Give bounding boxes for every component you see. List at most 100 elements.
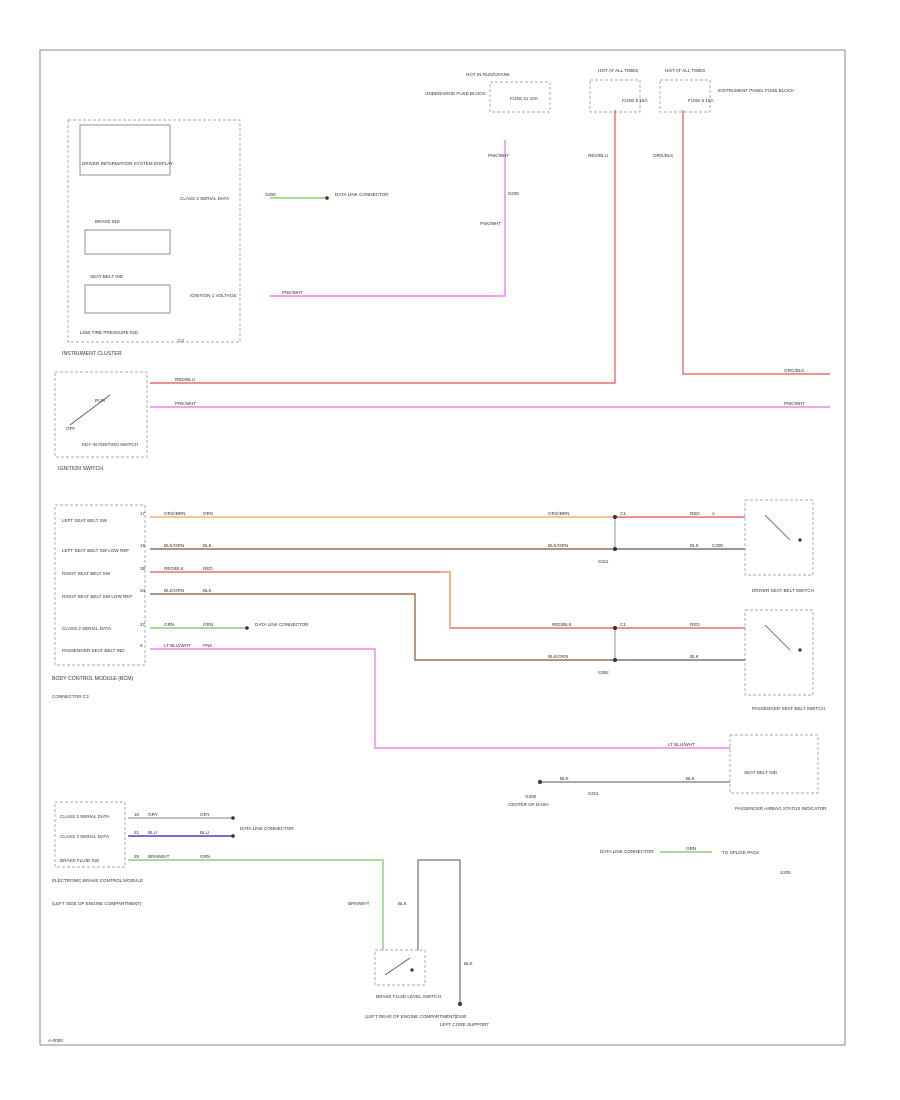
airbag-wire-gnd2: BLK [560,776,570,781]
driver-splice: S311 [598,559,609,564]
pass-switch-box [744,609,814,696]
cluster-data-link-label: DATA LINK CONNECTOR [335,192,389,197]
top-fuse-left: HOT IN RUN/CRANK UNDERHOOD FUSE BLOCK FU… [425,72,551,226]
brake-switch-contact [384,957,411,976]
body-control-module: LEFT SEAT BELT SW LEFT SEAT BELT SW LOW … [52,504,146,699]
bcm-pass-ind-wire [150,648,730,749]
ebcm-sub: (LEFT SIDE OF ENGINE COMPARTMENT) [52,901,142,906]
ebcm-short3: GRN [200,854,210,859]
ebcm-pin2: 21 [134,830,140,835]
bcm-short6: PNK [203,643,213,648]
bcm-wire-labels: 17 ORG/BRN ORG 16 BLK/ORN BLK 35 RED/BLK… [140,511,214,648]
bcm-data-link-label: DATA LINK CONNECTOR [255,622,309,627]
pass-conn-a: C1 [620,622,626,627]
brake-fluid-switch: BRN/WHT BLK BRAKE FLUID LEVEL SWITCH (LE… [348,901,489,1027]
bcm-row5-label: CLASS 2 SERIAL DATA [62,626,112,631]
ignition-wire-a: RED/BLU [175,377,195,382]
bcm-data-terminal [245,626,249,630]
ebcm: CLASS 2 SERIAL DATA CLASS 2 SERIAL DATA … [52,801,294,906]
instrument-cluster-box [67,119,241,343]
cluster-data-pin: S208 [265,192,276,197]
cluster-pin-c: C2 [178,338,184,343]
fuse-mid-outline [589,79,641,113]
pass-splice-dot-b [613,658,617,662]
airbag-ground-loc: CENTER OF DASH [508,802,549,807]
page-id: A-0000 [48,1038,63,1043]
cluster-ignition-wire [270,140,506,297]
airbag-name: PASSENGER AIRBAG STATUS INDICATOR [735,806,827,811]
cluster-data-terminal [325,196,329,200]
cluster-segment-brake [84,229,171,255]
brake-switch-box [374,949,426,986]
ignition-switch: RUN OFF KEY IN IGNITION SWITCH IGNITION … [54,371,196,472]
pass-switch-name: PASSENGER SEAT BELT SWITCH [752,706,825,711]
ebcm-row2-label: CLASS 2 SERIAL DATA [60,834,110,839]
fuse-left-outline [489,81,551,113]
ebcm-short1: GRY [200,812,210,817]
fuse-right-title: HOT AT ALL TIMES [665,68,705,73]
driver-switch-name: DRIVER SEAT BELT SWITCH [752,588,814,593]
bcm-pin1: 17 [140,511,146,516]
driver-conn-a: C1 [620,511,626,516]
right-data-link-label: DATA LINK CONNECTOR [600,849,654,854]
driver-splice-dot-a [613,515,617,519]
far-right-wire-a: ORG/BLK [784,368,805,373]
bcm-row3-label: RIGHT SEAT BELT SW [62,571,111,576]
ignition-switch-box [54,371,148,458]
right-data-target: TO SPLICE PACK [722,850,760,855]
brake-wire-a: BRN/WHT [348,901,370,906]
driver-short-a: RED [690,511,700,516]
bcm-wire2: BLK/ORN [164,543,184,548]
brake-switch-pivot [410,968,414,972]
bcm-box [54,504,146,666]
airbag-segment: SEAT BELT IND [744,770,778,775]
pass-short-a: RED [690,622,700,627]
fuse-left-title: HOT IN RUN/CRANK [466,72,511,77]
g100-ground-icon [457,1001,463,1007]
bcm-row6-label: PASSENGER SEAT BELT IND [62,648,125,653]
airbag-wire-in: LT BLU/WHT [668,742,695,747]
ebcm-pin3: 28 [134,854,140,859]
fuse-right-label: FUSE 9 10A [688,98,714,103]
ebcm-name: ELECTRONIC BRAKE CONTROL MODULE [52,878,143,883]
ebcm-pin1: 10 [134,812,140,817]
driver-conn-b: C200 [712,543,723,548]
ignition-contact [69,394,111,426]
right-data-wire-label: GRN [686,846,696,851]
bcm-pin3: 35 [140,566,146,571]
fuse-left-wire2: PNK/WHT [480,221,501,226]
bcm-short2: BLK [203,543,213,548]
airbag-splice: S311 [588,791,599,796]
fuse-right-box: INSTRUMENT PANEL FUSE BLOCK [718,88,795,93]
ignition-wire-b: PNK/WHT [175,401,196,406]
ignition-sub: KEY IN IGNITION SWITCH [82,442,138,447]
driver-splice-dot-b [613,547,617,551]
brake-ground-wire [417,859,461,1003]
fuse-mid-wire: RED/BLU [588,153,608,158]
diagram-frame [39,49,846,1046]
bcm-row4-brown [150,593,615,661]
ebcm-wire3: BRN/WHT [148,854,170,859]
bcm-short1: ORG [203,511,214,516]
driver-pin-a: A [712,511,716,516]
top-fuse-mid: HOT AT ALL TIMES FUSE 8 15A RED/BLU [588,68,648,158]
ebcm-wire1: GRY [148,812,158,817]
driver-wire-b: BLK/ORN [548,543,568,548]
bcm-wire1: ORG/BRN [164,511,185,516]
airbag-indicator-box [729,734,819,794]
fuse-mid-title: HOT AT ALL TIMES [598,68,638,73]
ignition-name: IGNITION SWITCH [58,466,103,472]
right-data-code: S205 [780,870,791,875]
ebcm-short2: BLU [200,830,209,835]
fuse-left-wire1: PNK/WHT [488,153,509,158]
bcm-wire6: LT BLU/WHT [164,643,191,648]
bcm-name: BODY CONTROL MODULE (BCM) [52,676,134,682]
driver-switch-pivot [798,538,802,542]
brake-ground: G100 [455,1014,467,1019]
bcm-pin6: 9 [140,643,143,648]
passenger-airbag-indicator: SEAT BELT IND PASSENGER AIRBAG STATUS IN… [508,734,827,811]
cluster-segment-belt [84,284,171,314]
instrument-cluster: DRIVER INFORMATION SYSTEM DISPLAY BRAKE … [62,119,241,357]
cluster-segment-dis [79,124,171,176]
